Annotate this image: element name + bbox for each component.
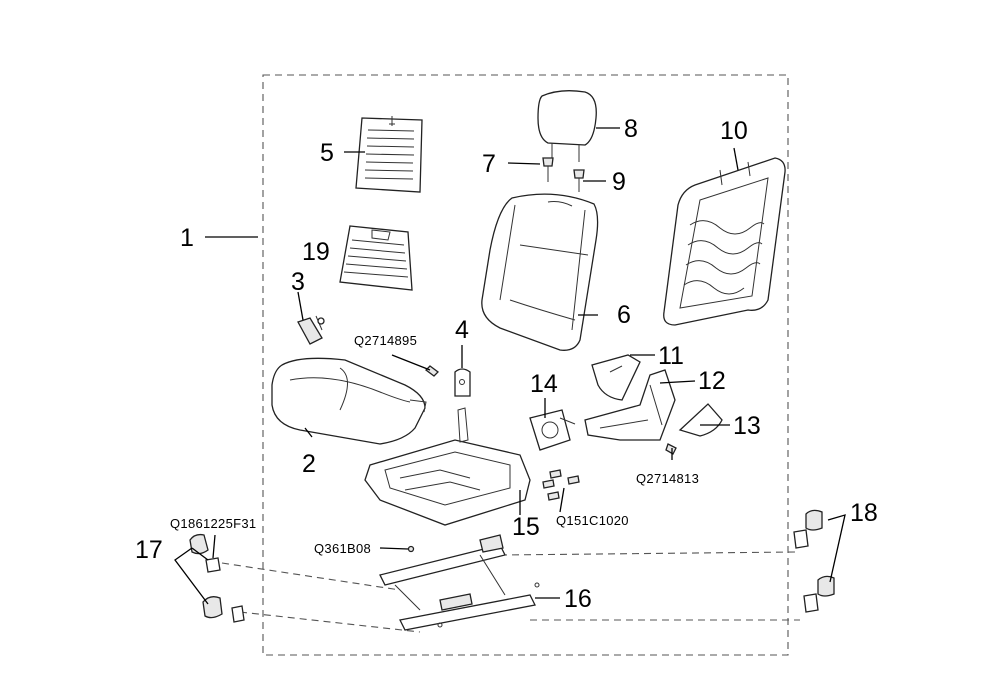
screw-q2714813 bbox=[665, 443, 677, 455]
connector-dashes bbox=[221, 551, 800, 633]
partno-q361b08: Q361B08 bbox=[314, 541, 371, 556]
part-10-seat-back-frame bbox=[663, 157, 786, 326]
part-11-side-trim-upper bbox=[591, 354, 641, 401]
callout-7: 7 bbox=[482, 150, 496, 178]
partno-q2714895: Q2714895 bbox=[354, 333, 417, 348]
bolts-q151c1020 bbox=[542, 469, 580, 501]
callout-19: 19 bbox=[302, 238, 330, 266]
clip-q1861225f31-upper bbox=[205, 557, 221, 573]
callout-labels: 1 2 3 4 5 6 7 8 9 10 11 12 13 14 15 16 1… bbox=[135, 115, 878, 613]
part-19-cushion-heater-pad bbox=[339, 225, 413, 291]
part-18-track-cover-upper bbox=[793, 509, 823, 549]
callout-10: 10 bbox=[720, 117, 748, 145]
callout-3: 3 bbox=[291, 268, 305, 296]
part-4-bracket bbox=[454, 368, 471, 397]
nut-q361b08 bbox=[407, 545, 415, 553]
partno-q1861225f31: Q1861225F31 bbox=[170, 516, 256, 531]
callout-15: 15 bbox=[512, 513, 540, 541]
part-15-cushion-frame bbox=[364, 407, 531, 526]
partno-q151c1020: Q151C1020 bbox=[556, 513, 629, 528]
callout-18: 18 bbox=[850, 499, 878, 527]
callout-1: 1 bbox=[180, 224, 194, 252]
part-17-track-cover-upper bbox=[189, 533, 209, 555]
callout-8: 8 bbox=[624, 115, 638, 143]
part-8-headrest bbox=[537, 90, 597, 162]
callout-13: 13 bbox=[733, 412, 761, 440]
callout-14: 14 bbox=[530, 370, 558, 398]
callout-2: 2 bbox=[302, 450, 316, 478]
part-number-labels: Q2714895 Q2714813 Q151C1020 Q361B08 Q186… bbox=[170, 333, 699, 556]
part-12-side-trim bbox=[584, 369, 676, 441]
callout-6: 6 bbox=[617, 301, 631, 329]
part-2-seat-cushion bbox=[271, 357, 427, 445]
part-13-cover bbox=[678, 403, 723, 437]
part-3-belt-buckle bbox=[297, 315, 325, 345]
partno-q2714813: Q2714813 bbox=[636, 471, 699, 486]
part-9-headrest-guide bbox=[573, 169, 585, 192]
screw-q2714895 bbox=[425, 365, 439, 377]
callout-12: 12 bbox=[698, 367, 726, 395]
part-14-recliner bbox=[529, 409, 576, 451]
leader-lines bbox=[174, 127, 846, 605]
part-7-headrest-guide bbox=[542, 157, 554, 182]
part-17-track-cover-lower bbox=[202, 596, 223, 619]
assembly-boundary bbox=[262, 74, 789, 656]
callout-11: 11 bbox=[658, 342, 684, 370]
part-6-seat-back-cover bbox=[481, 193, 599, 351]
part-16-seat-tracks bbox=[379, 534, 540, 631]
callout-9: 9 bbox=[612, 168, 626, 196]
clip-q1861225f31-lower bbox=[231, 605, 245, 623]
callout-5: 5 bbox=[320, 139, 334, 167]
part-5-back-heater-pad bbox=[355, 116, 423, 193]
callout-16: 16 bbox=[564, 585, 592, 613]
callout-17: 17 bbox=[135, 536, 163, 564]
callout-4: 4 bbox=[455, 316, 469, 344]
